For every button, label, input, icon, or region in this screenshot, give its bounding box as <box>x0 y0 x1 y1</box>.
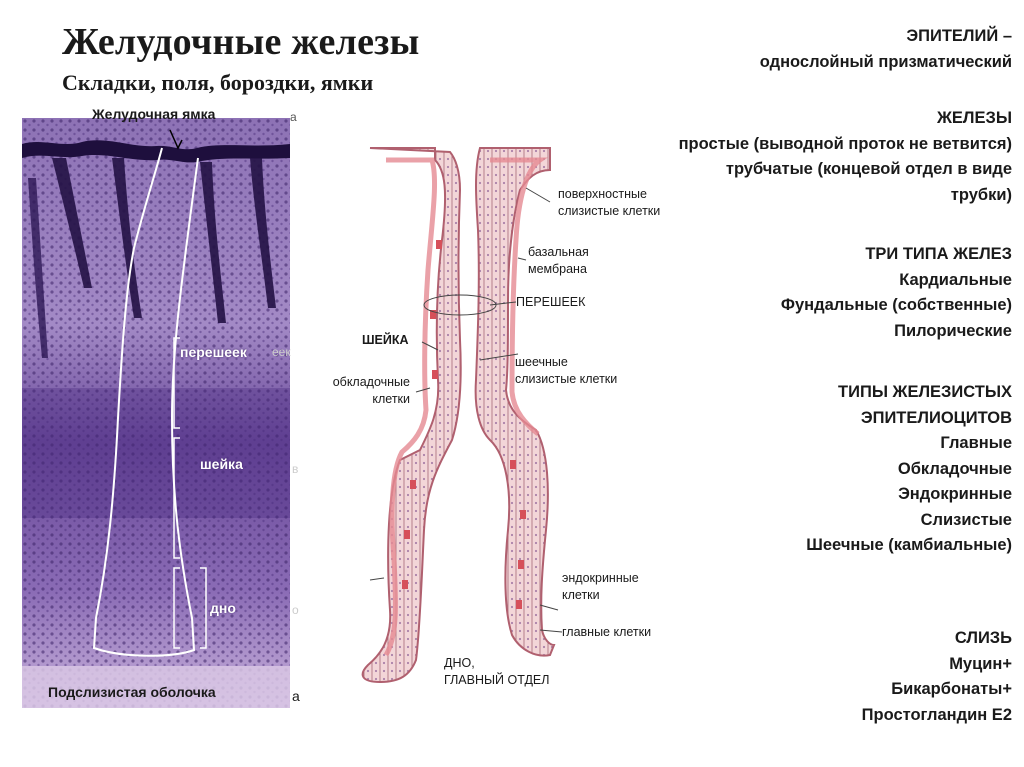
label-surface-mucous-cells: поверхностные слизистые клетки <box>558 187 661 218</box>
label-gastric-pit: Желудочная ямка <box>92 106 216 122</box>
cell-type-chief: Главные <box>940 434 1012 453</box>
label-chief-cells: главные клетки <box>562 625 652 639</box>
gland-types-block: ТРИ ТИПА ЖЕЛЕЗ Кардиальные Фундальные (с… <box>781 242 1012 344</box>
glands-line-2: трубчатые (концевой отдел в виде <box>725 160 1012 179</box>
cell-types-block: ТИПЫ ЖЕЛЕЗИСТЫХ ЭПИТЕЛИОЦИТОВ Главные Об… <box>806 380 1012 559</box>
label-neck-mucous-cells: шеечные слизистые клетки <box>515 355 618 386</box>
mucus-bicarbonates: Бикарбонаты+ <box>891 680 1012 699</box>
label-parietal-cells: обкладочные клетки <box>332 375 410 406</box>
label-gland-bottom: ДНО, ГЛАВНЫЙ ОТДЕЛ <box>444 656 550 687</box>
gland-diagram <box>340 130 580 690</box>
label-isthmus: перешеек <box>180 344 247 360</box>
epithelium-text: однослойный призматический <box>759 52 1012 71</box>
page-title: Желудочные железы <box>62 21 420 63</box>
label-endocrine-cells: эндокринные клетки <box>562 571 639 602</box>
epithelium-block: ЭПИТЕЛИЙ – однослойный призматический <box>760 24 1012 75</box>
ghost-letter-o: о <box>292 603 299 617</box>
ghost-text-eek: еек <box>272 345 291 359</box>
cell-types-heading-2: ЭПИТЕЛИОЦИТОВ <box>860 408 1012 427</box>
cell-type-parietal: Обкладочные <box>897 459 1012 478</box>
ghost-letter-a-top: а <box>290 110 297 124</box>
micrograph-image <box>22 118 290 708</box>
mucus-mucin: Муцин+ <box>949 654 1012 673</box>
gland-type-cardiac: Кардиальные <box>899 270 1012 289</box>
label-submucosa: Подслизистая оболочка <box>48 684 216 700</box>
mucus-prostaglandin: Простогландин Е2 <box>861 705 1012 724</box>
cell-type-endocrine: Эндокринные <box>898 485 1012 504</box>
label-isthmus-diagram: ПЕРЕШЕЕК <box>516 295 586 309</box>
glands-line-1: простые (выводной проток не ветвится) <box>678 134 1012 153</box>
gland-type-pyloric: Пилорические <box>894 321 1012 340</box>
label-neck-diagram: ШЕЙКА <box>362 333 409 347</box>
gland-types-heading: ТРИ ТИПА ЖЕЛЕЗ <box>865 245 1012 263</box>
glands-block: ЖЕЛЕЗЫ простые (выводной проток не ветви… <box>679 106 1012 208</box>
ghost-letter-b: в <box>292 462 299 476</box>
cell-type-mucous: Слизистые <box>920 510 1012 529</box>
mucus-block: СЛИЗЬ Муцин+ Бикарбонаты+ Простогландин … <box>862 626 1012 728</box>
page-subtitle: Складки, поля, бороздки, ямки <box>62 70 374 95</box>
cell-types-heading-1: ТИПЫ ЖЕЛЕЗИСТЫХ <box>838 383 1012 401</box>
label-neck: шейка <box>200 456 243 472</box>
label-bottom: дно <box>210 600 236 616</box>
gland-drawing <box>361 147 563 684</box>
glands-line-3: трубки) <box>950 185 1012 204</box>
epithelium-heading: ЭПИТЕЛИЙ – <box>906 27 1012 45</box>
gland-type-fundic: Фундальные (собственные) <box>780 296 1012 315</box>
ghost-letter-a-bottom: а <box>292 688 300 704</box>
cell-type-neck: Шеечные (камбиальные) <box>806 536 1012 555</box>
mucus-heading: СЛИЗЬ <box>954 629 1012 647</box>
glands-heading: ЖЕЛЕЗЫ <box>937 109 1012 127</box>
histology-micrograph: Желудочная ямка перешеек шейка дно Подсл… <box>22 106 290 708</box>
label-basal-membrane: базальная мембрана <box>528 245 589 276</box>
